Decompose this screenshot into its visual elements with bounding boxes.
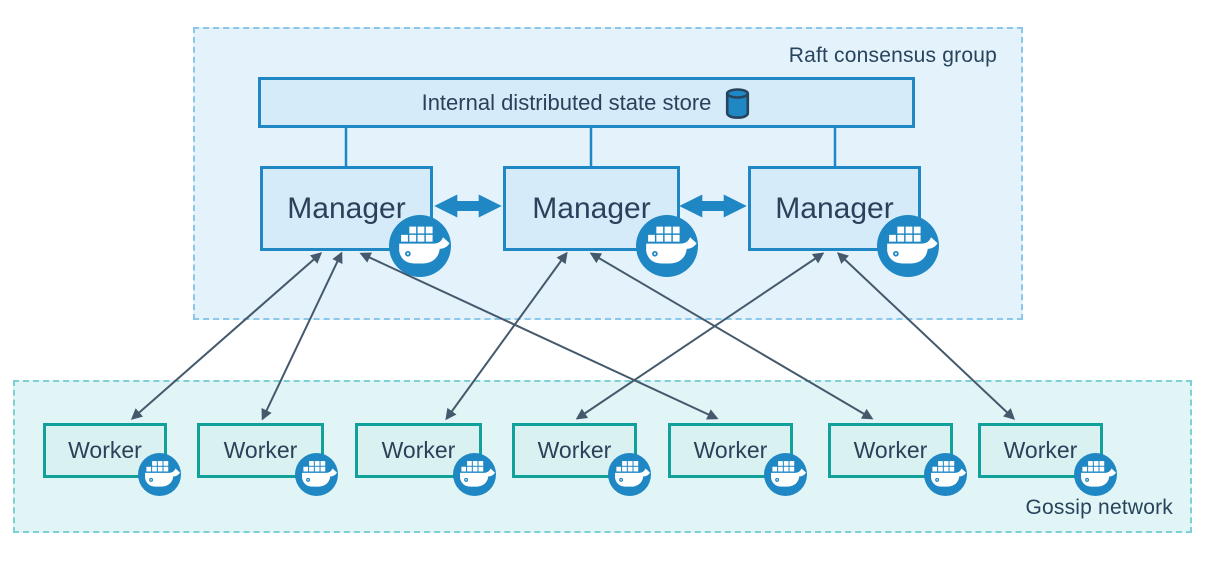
worker-4-box: Worker bbox=[512, 423, 637, 478]
manager-label: Manager bbox=[287, 191, 406, 225]
docker-whale-icon bbox=[389, 215, 451, 277]
worker-label: Worker bbox=[1003, 437, 1078, 463]
worker-5-box: Worker bbox=[668, 423, 793, 478]
docker-whale-icon bbox=[764, 453, 807, 496]
manager-3-box: Manager bbox=[748, 166, 921, 251]
manager-label: Manager bbox=[532, 191, 651, 225]
docker-whale-icon bbox=[295, 453, 338, 496]
docker-whale-icon bbox=[138, 453, 181, 496]
worker-label: Worker bbox=[853, 437, 928, 463]
worker-2-box: Worker bbox=[197, 423, 324, 478]
docker-whale-icon bbox=[636, 215, 698, 277]
worker-label: Worker bbox=[693, 437, 768, 463]
docker-whale-icon bbox=[453, 453, 496, 496]
worker-1-box: Worker bbox=[43, 423, 167, 478]
worker-label: Worker bbox=[68, 437, 142, 463]
docker-whale-icon bbox=[924, 453, 967, 496]
raft-group-label: Raft consensus group bbox=[788, 44, 997, 67]
manager-label: Manager bbox=[775, 191, 894, 225]
worker-label: Worker bbox=[537, 437, 612, 463]
state-store-box: Internal distributed state store bbox=[258, 77, 915, 128]
docker-whale-icon bbox=[1074, 453, 1117, 496]
database-cylinder-icon bbox=[724, 87, 751, 120]
worker-3-box: Worker bbox=[355, 423, 482, 478]
state-store-label: Internal distributed state store bbox=[421, 89, 712, 115]
manager-2-box: Manager bbox=[503, 166, 680, 251]
docker-whale-icon bbox=[608, 453, 651, 496]
manager-1-box: Manager bbox=[260, 166, 433, 251]
worker-label: Worker bbox=[223, 437, 298, 463]
worker-label: Worker bbox=[381, 437, 456, 463]
worker-7-box: Worker bbox=[978, 423, 1103, 478]
worker-6-box: Worker bbox=[828, 423, 953, 478]
docker-whale-icon bbox=[877, 215, 939, 277]
gossip-network-label: Gossip network bbox=[1025, 496, 1173, 519]
